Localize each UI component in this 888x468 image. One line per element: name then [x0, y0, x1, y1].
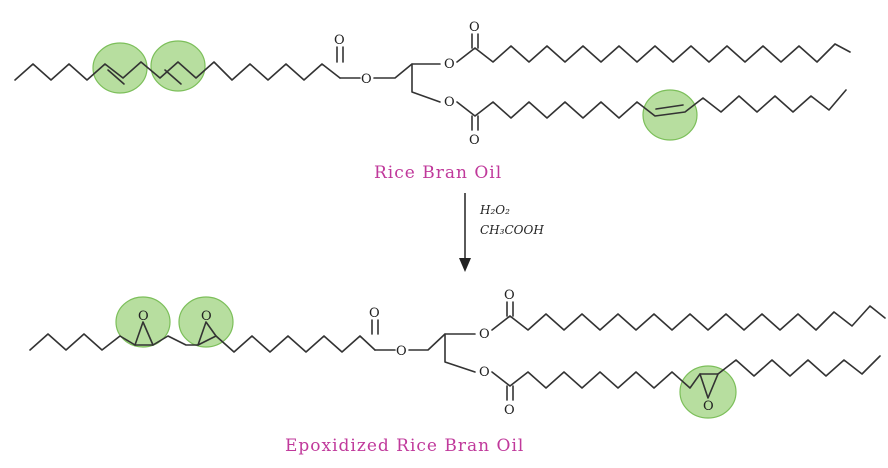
epoxide-ring — [134, 321, 154, 346]
glycerol-backbone — [411, 63, 441, 103]
reaction-arrow — [459, 193, 471, 272]
rice-bran-oil-structure: O O O O O O — [14, 20, 851, 148]
carbonyl-oxygen: O — [504, 288, 515, 303]
carbonyl-oxygen: O — [469, 20, 480, 35]
double-bond-highlight — [642, 89, 698, 141]
carbonyl-oxygen: O — [334, 33, 345, 48]
double-bond-highlight — [150, 40, 206, 92]
glycerol-backbone — [408, 333, 476, 351]
carbonyl-oxygen: O — [369, 306, 380, 321]
fatty-acid-chain-2 — [491, 305, 886, 331]
ester-oxygen: O — [444, 57, 455, 72]
ester-oxygen: O — [479, 365, 490, 380]
epoxidized-rice-bran-oil-structure: O O O O O O O O O — [29, 288, 886, 419]
carbonyl-oxygen: O — [469, 133, 480, 148]
epoxide-oxygen: O — [201, 309, 212, 324]
fatty-acid-chain-1 — [14, 61, 341, 81]
double-bond-line — [107, 69, 125, 85]
glycerol-backbone — [444, 333, 476, 373]
epoxidized-rice-bran-oil-label: Epoxidized Rice Bran Oil — [285, 436, 524, 456]
epoxide-ring — [699, 373, 719, 399]
ester-oxygen: O — [361, 72, 372, 87]
double-bond-line — [164, 69, 182, 85]
reagent-hydrogen-peroxide: H₂O₂ — [479, 203, 510, 217]
ester-oxygen: O — [444, 95, 455, 110]
epoxide-highlight — [679, 365, 737, 419]
epoxide-oxygen: O — [138, 309, 149, 324]
ester-oxygen: O — [479, 327, 490, 342]
glycerol-backbone — [373, 63, 441, 79]
fatty-acid-chain-3 — [491, 355, 881, 389]
double-bond-line — [655, 104, 684, 110]
fatty-acid-chain-2 — [456, 43, 851, 63]
carbonyl-oxygen: O — [504, 403, 515, 418]
epoxide-oxygen: O — [703, 399, 714, 414]
fatty-acid-chain-3 — [456, 89, 847, 119]
rice-bran-oil-label: Rice Bran Oil — [374, 163, 502, 183]
reagent-acetic-acid: CH₃COOH — [480, 223, 544, 237]
ester-oxygen: O — [396, 344, 407, 359]
epoxide-ring — [197, 321, 217, 346]
